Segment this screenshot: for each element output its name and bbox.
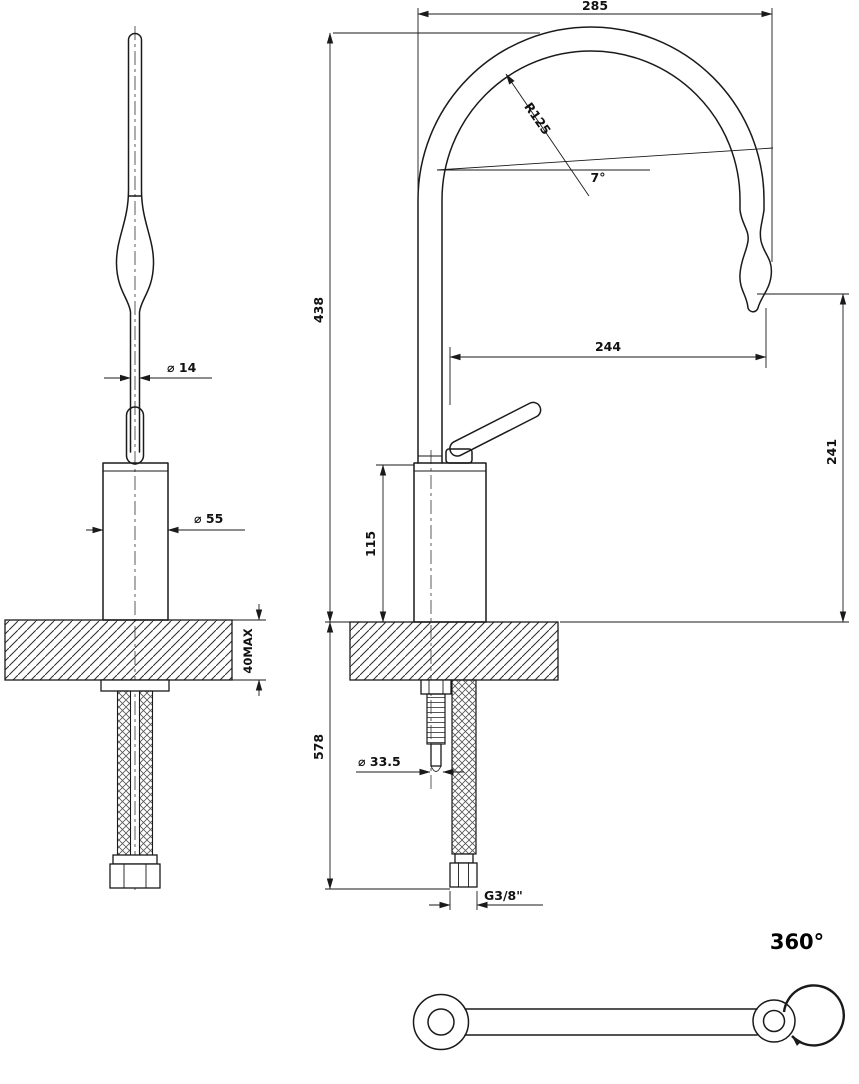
dim-counter-thickness-label: 40MAX xyxy=(241,628,255,673)
side-mounting-flange xyxy=(100,679,170,692)
front-hose xyxy=(451,679,477,855)
dim-body-diameter-label: ⌀ 55 xyxy=(194,511,223,526)
rotation-arrow-icon xyxy=(782,984,845,1047)
dim-shank-diameter-label: ⌀ 33.5 xyxy=(358,754,401,769)
side-hose-right xyxy=(138,690,154,859)
side-nut-facets xyxy=(123,864,147,888)
front-counter-slab xyxy=(349,621,559,681)
dim-body-height: 115 xyxy=(363,464,414,623)
front-hose-nut xyxy=(449,862,478,888)
dim-outlet-height: 241 xyxy=(560,293,849,623)
dim-body-diameter: ⌀ 55 xyxy=(86,511,245,534)
side-hose-nut xyxy=(109,863,161,889)
dim-overall-width-label: 285 xyxy=(582,0,608,13)
side-view: ⌀ 14 ⌀ 55 40MAX xyxy=(4,26,266,892)
dim-spout-reach: 244 xyxy=(449,308,767,405)
dim-spout-radius-label: R125 xyxy=(521,99,554,137)
front-lever xyxy=(449,401,542,457)
dim-spout-angle: 7° xyxy=(436,147,774,185)
side-hose-collar xyxy=(112,854,158,865)
side-hose-left xyxy=(116,690,132,859)
dim-stem-diameter-label: ⌀ 14 xyxy=(167,360,197,375)
front-stud-tip-point xyxy=(430,765,442,772)
dim-hose-thread: G3/8" xyxy=(429,888,543,910)
front-mounting-nut xyxy=(420,679,452,695)
top-view: 360° xyxy=(412,930,845,1051)
top-outlet-inner-circle xyxy=(762,1009,786,1033)
dim-spout-reach-label: 244 xyxy=(595,339,621,354)
front-mounting-nut-facets xyxy=(428,680,444,694)
side-lever xyxy=(125,406,145,465)
dim-hose-drop: 578 xyxy=(311,621,450,890)
swivel-range-label: 360° xyxy=(770,930,824,954)
dim-spout-radius: R125 xyxy=(505,73,590,197)
dim-hose-thread-label: G3/8" xyxy=(484,888,523,903)
dim-overall-width: 285 xyxy=(417,0,773,262)
dim-hose-drop-label: 578 xyxy=(311,734,326,760)
dim-counter-thickness: 40MAX xyxy=(232,604,266,696)
dim-outlet-height-label: 241 xyxy=(824,439,839,465)
front-view: 285 R125 7° 438 244 241 xyxy=(311,0,849,910)
dim-total-height-label: 438 xyxy=(311,297,326,323)
front-stud-tip xyxy=(430,743,442,767)
top-outlet-outer-circle xyxy=(752,999,796,1043)
top-body-inner-circle xyxy=(427,1008,455,1036)
side-spout-profile xyxy=(115,32,155,453)
front-body xyxy=(413,462,487,623)
dim-total-height: 438 xyxy=(311,32,540,623)
front-hose-collar xyxy=(454,853,474,864)
dim-stem-diameter: ⌀ 14 xyxy=(104,360,212,382)
top-spout-bar xyxy=(464,1008,758,1036)
top-body-outer-circle xyxy=(412,993,470,1051)
front-hose-nut-facets xyxy=(458,863,469,887)
side-body xyxy=(102,462,169,621)
front-threaded-stud xyxy=(426,693,446,745)
front-gooseneck xyxy=(417,26,773,464)
dim-body-height-label: 115 xyxy=(363,531,378,557)
dim-spout-angle-label: 7° xyxy=(591,170,606,185)
dim-shank-diameter: ⌀ 33.5 xyxy=(356,754,464,776)
side-counter-slab xyxy=(4,619,233,681)
